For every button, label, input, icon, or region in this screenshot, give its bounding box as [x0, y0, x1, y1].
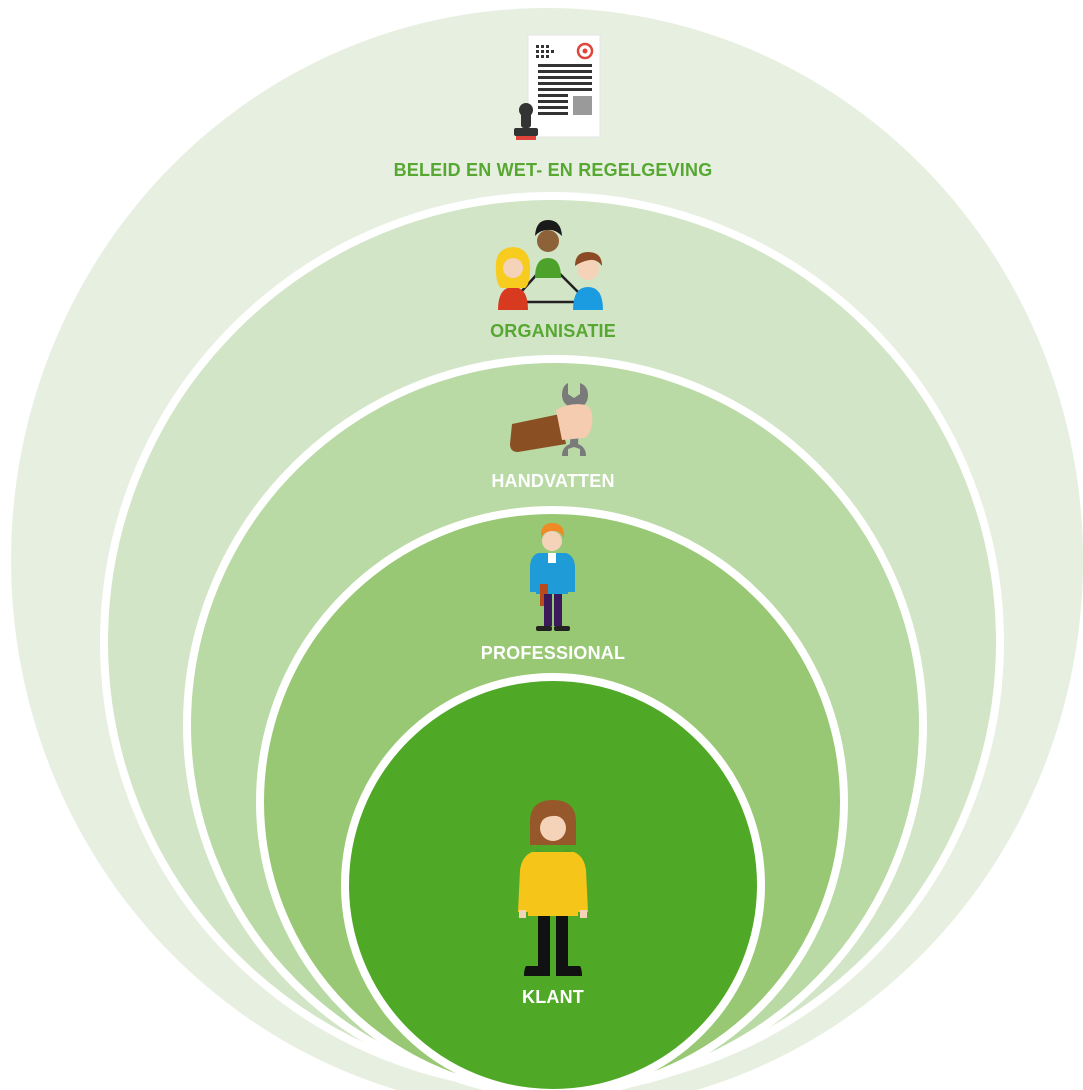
- label-organisatie: ORGANISATIE: [490, 321, 616, 341]
- label-handvatten: HANDVATTEN: [491, 471, 614, 491]
- policy-document-stamp-icon: [514, 34, 601, 140]
- label-professional: PROFESSIONAL: [481, 643, 625, 663]
- connected-people-icon: [495, 220, 603, 310]
- label-klant: KLANT: [522, 987, 584, 1007]
- professional-person-icon: [530, 523, 575, 631]
- client-person-icon: [518, 800, 588, 976]
- label-beleid: BELEID EN WET- EN REGELGEVING: [394, 160, 713, 180]
- hand-wrench-icon: [510, 383, 593, 456]
